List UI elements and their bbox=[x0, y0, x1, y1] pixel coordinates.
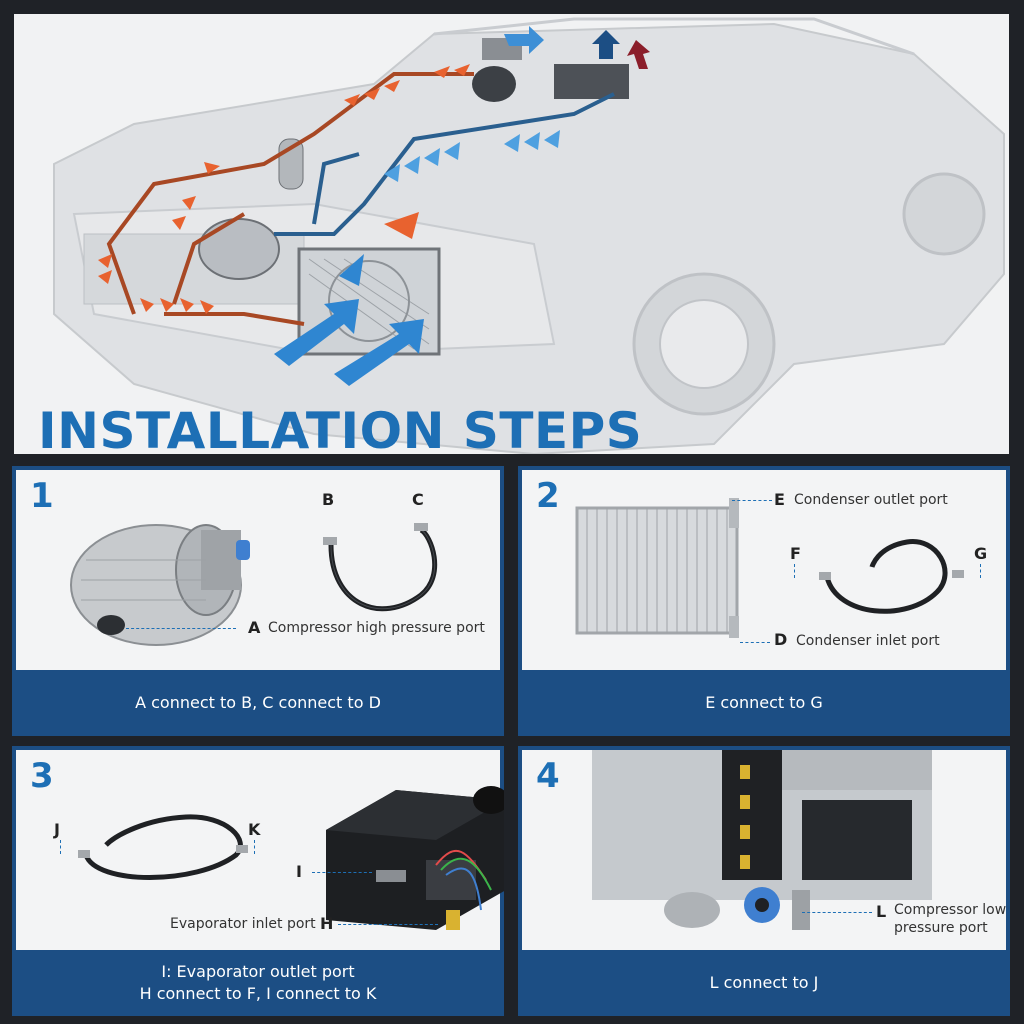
step-number: 1 bbox=[30, 476, 54, 516]
step-4-caption: L connect to J bbox=[518, 952, 1010, 1014]
pointer-a bbox=[126, 628, 236, 629]
pointer-e bbox=[732, 500, 772, 501]
description-l-line2: pressure port bbox=[894, 920, 988, 936]
step-2-caption: E connect to G bbox=[518, 672, 1010, 734]
label-e: E bbox=[774, 490, 785, 509]
compressor-closeup-image bbox=[592, 750, 932, 930]
label-k: K bbox=[248, 820, 261, 839]
step-2-content: 2 E Condenser outlet port F bbox=[522, 470, 1006, 670]
hero-banner: INSTALLATION STEPS bbox=[14, 14, 1009, 454]
pointer-f bbox=[794, 564, 795, 578]
car-ac-system-illustration bbox=[53, 17, 1005, 454]
label-a: A bbox=[248, 618, 261, 637]
compressor-image bbox=[70, 524, 250, 646]
caption-line: E connect to G bbox=[705, 693, 823, 712]
pointer-j bbox=[60, 840, 61, 854]
step-2-panel: 2 E Condenser outlet port F bbox=[518, 466, 1010, 736]
description-h: Evaporator inlet port bbox=[170, 916, 316, 932]
step-3-content: 3 J K I Evaporator inlet port H bbox=[16, 750, 504, 950]
label-j: J bbox=[54, 820, 60, 839]
label-h: H bbox=[320, 914, 334, 933]
label-l: L bbox=[876, 902, 887, 921]
pointer-i bbox=[312, 872, 372, 873]
label-i: I bbox=[296, 862, 302, 881]
condenser-image bbox=[575, 498, 739, 638]
caption-line: A connect to B, C connect to D bbox=[135, 693, 381, 712]
step-1-content: 1 B C A Compressor high pressure port bbox=[16, 470, 500, 670]
hose-b-c-image bbox=[323, 523, 438, 612]
pointer-k bbox=[254, 840, 255, 854]
description-d: Condenser inlet port bbox=[796, 633, 940, 649]
hose-j-k-image bbox=[78, 814, 248, 880]
pointer-h bbox=[338, 924, 438, 925]
installation-steps-title: INSTALLATION STEPS bbox=[38, 402, 643, 454]
hose-f-g-image bbox=[819, 539, 964, 614]
step-number: 2 bbox=[536, 476, 560, 516]
step-number: 3 bbox=[30, 756, 54, 796]
description-e: Condenser outlet port bbox=[794, 492, 948, 508]
caption-line: L connect to J bbox=[709, 973, 819, 992]
description-a: Compressor high pressure port bbox=[268, 620, 485, 636]
caption-line: H connect to F, I connect to K bbox=[139, 984, 377, 1003]
caption-line: I: Evaporator outlet port bbox=[161, 962, 355, 981]
step-4-content: 4 L Compressor low pressure port bbox=[522, 750, 1006, 950]
step-3-caption: I: Evaporator outlet port H connect to F… bbox=[12, 952, 504, 1014]
pointer-g bbox=[980, 564, 981, 578]
label-b: B bbox=[322, 490, 335, 509]
step-3-panel: 3 J K I Evaporator inlet port H I: Evapo… bbox=[12, 746, 504, 1016]
step-1-panel: 1 B C A Compressor high pressure port A … bbox=[12, 466, 504, 736]
label-c: C bbox=[412, 490, 424, 509]
label-g: G bbox=[974, 544, 988, 563]
description-l-line1: Compressor low bbox=[894, 902, 1007, 918]
step-1-caption: A connect to B, C connect to D bbox=[12, 672, 504, 734]
step-4-panel: 4 L Compressor low pressure port L conne… bbox=[518, 746, 1010, 1016]
evaporator-unit-image bbox=[326, 786, 504, 930]
pointer-l bbox=[802, 912, 872, 913]
step-number: 4 bbox=[536, 756, 560, 796]
label-f: F bbox=[790, 544, 801, 563]
pointer-d bbox=[740, 642, 770, 643]
label-d: D bbox=[774, 630, 788, 649]
